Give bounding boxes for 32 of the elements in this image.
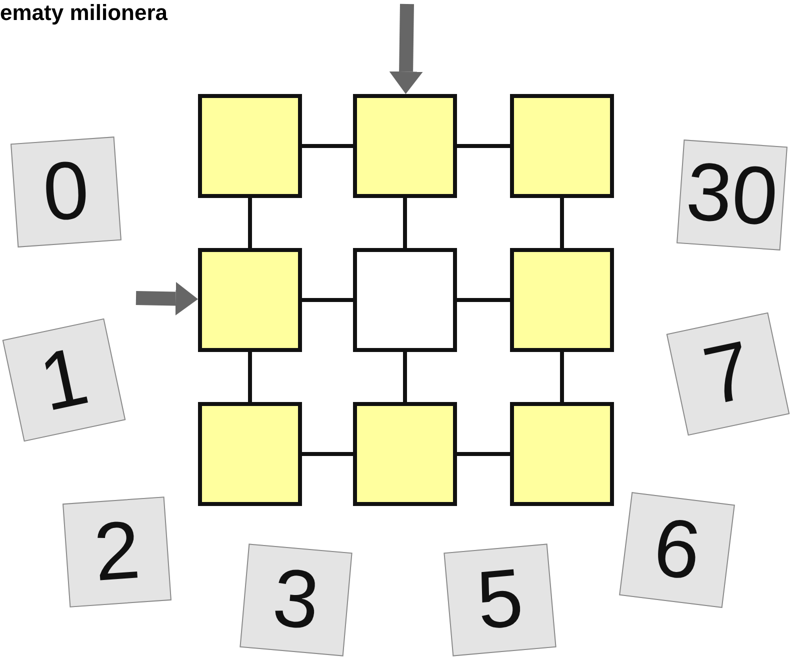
connector-line xyxy=(457,452,510,456)
connector-line xyxy=(302,298,353,302)
card-number: 30 xyxy=(684,150,780,240)
connector-line xyxy=(403,198,407,248)
card-number: 5 xyxy=(474,557,526,643)
connector-line xyxy=(302,452,353,456)
grid-square xyxy=(510,402,614,506)
grid-square xyxy=(353,402,457,506)
grid-square xyxy=(510,94,614,198)
grid-square xyxy=(198,94,302,198)
card-number: 1 xyxy=(33,335,95,425)
card-number: 7 xyxy=(697,329,759,419)
grid-square xyxy=(198,402,302,506)
grid-square xyxy=(510,248,614,352)
connector-line xyxy=(302,144,353,148)
connector-line xyxy=(457,298,510,302)
card-number: 0 xyxy=(40,150,92,234)
arrow xyxy=(389,4,423,94)
card-number: 6 xyxy=(649,506,705,594)
card-number: 3 xyxy=(270,557,322,643)
connector-line xyxy=(560,352,564,402)
grid-square xyxy=(198,248,302,352)
grid-square xyxy=(353,248,457,352)
arrow xyxy=(136,282,198,316)
connector-line xyxy=(248,198,252,248)
grid-square xyxy=(353,94,457,198)
card-number: 2 xyxy=(91,510,143,594)
connector-line xyxy=(248,352,252,402)
title: ematy milionera xyxy=(0,0,168,26)
connector-line xyxy=(560,198,564,248)
connector-line xyxy=(457,144,510,148)
connector-line xyxy=(403,352,407,402)
